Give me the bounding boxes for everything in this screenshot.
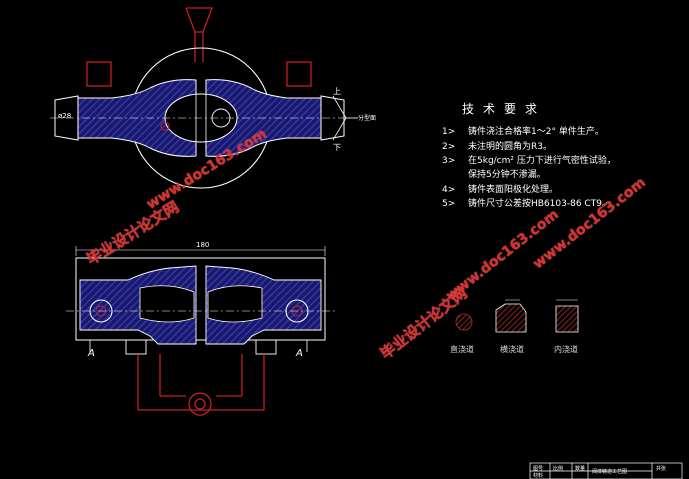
legend-label-ingate: 内浇道 [554,345,578,354]
title-block-cell: 材料 [533,473,544,479]
tech-req-item: 1>铸件浇注合格率1～2° 单件生产。 [442,127,604,137]
title-block-cell: 图号 [533,466,544,472]
riser-left [86,61,112,87]
tech-req-item: 2>未注明的圆角为R3。 [442,142,552,152]
title-block-drawing-name: 阀体铸造工艺图 [592,469,628,475]
title-block-cell: 共张 [656,466,667,472]
legend-label-sprue: 直浇道 [450,345,474,354]
tech-req-item: 3>在5kg/cm² 压力下进行气密性试验， [442,156,616,166]
tech-req-item: 保持5分钟不渗漏。 [468,170,546,180]
gating-system [137,354,265,416]
dimension-side: ø28 [58,112,72,120]
top-view [50,7,358,189]
riser-right [286,61,312,87]
dimension-top: 180 [196,241,210,249]
tech-req-item: 5>铸件尺寸公差按HB6103-86 CT9。 [442,199,611,209]
legend-swatch-runner [495,303,527,333]
parting-label: 分型面 [358,114,376,122]
tech-requirements-title: 技术要求 [462,102,547,116]
title-block-cell: 比例 [553,466,564,472]
label-lower: 下 [333,143,341,152]
legend-label-runner: 横浇道 [500,345,524,354]
legend-swatches [455,299,579,333]
front-view [66,246,335,416]
label-upper: 上 [333,87,341,96]
legend-swatch-sprue [455,313,473,331]
casting-body-front [79,265,197,345]
section-label-left: A [88,348,95,359]
sprue-funnel [185,7,213,62]
tech-req-item: 4>铸件表面阳极化处理。 [442,185,559,195]
section-label-right: A [296,348,303,359]
title-block [529,462,683,479]
legend-swatch-ingate [555,305,579,333]
title-block-cell: 数量 [575,466,586,472]
